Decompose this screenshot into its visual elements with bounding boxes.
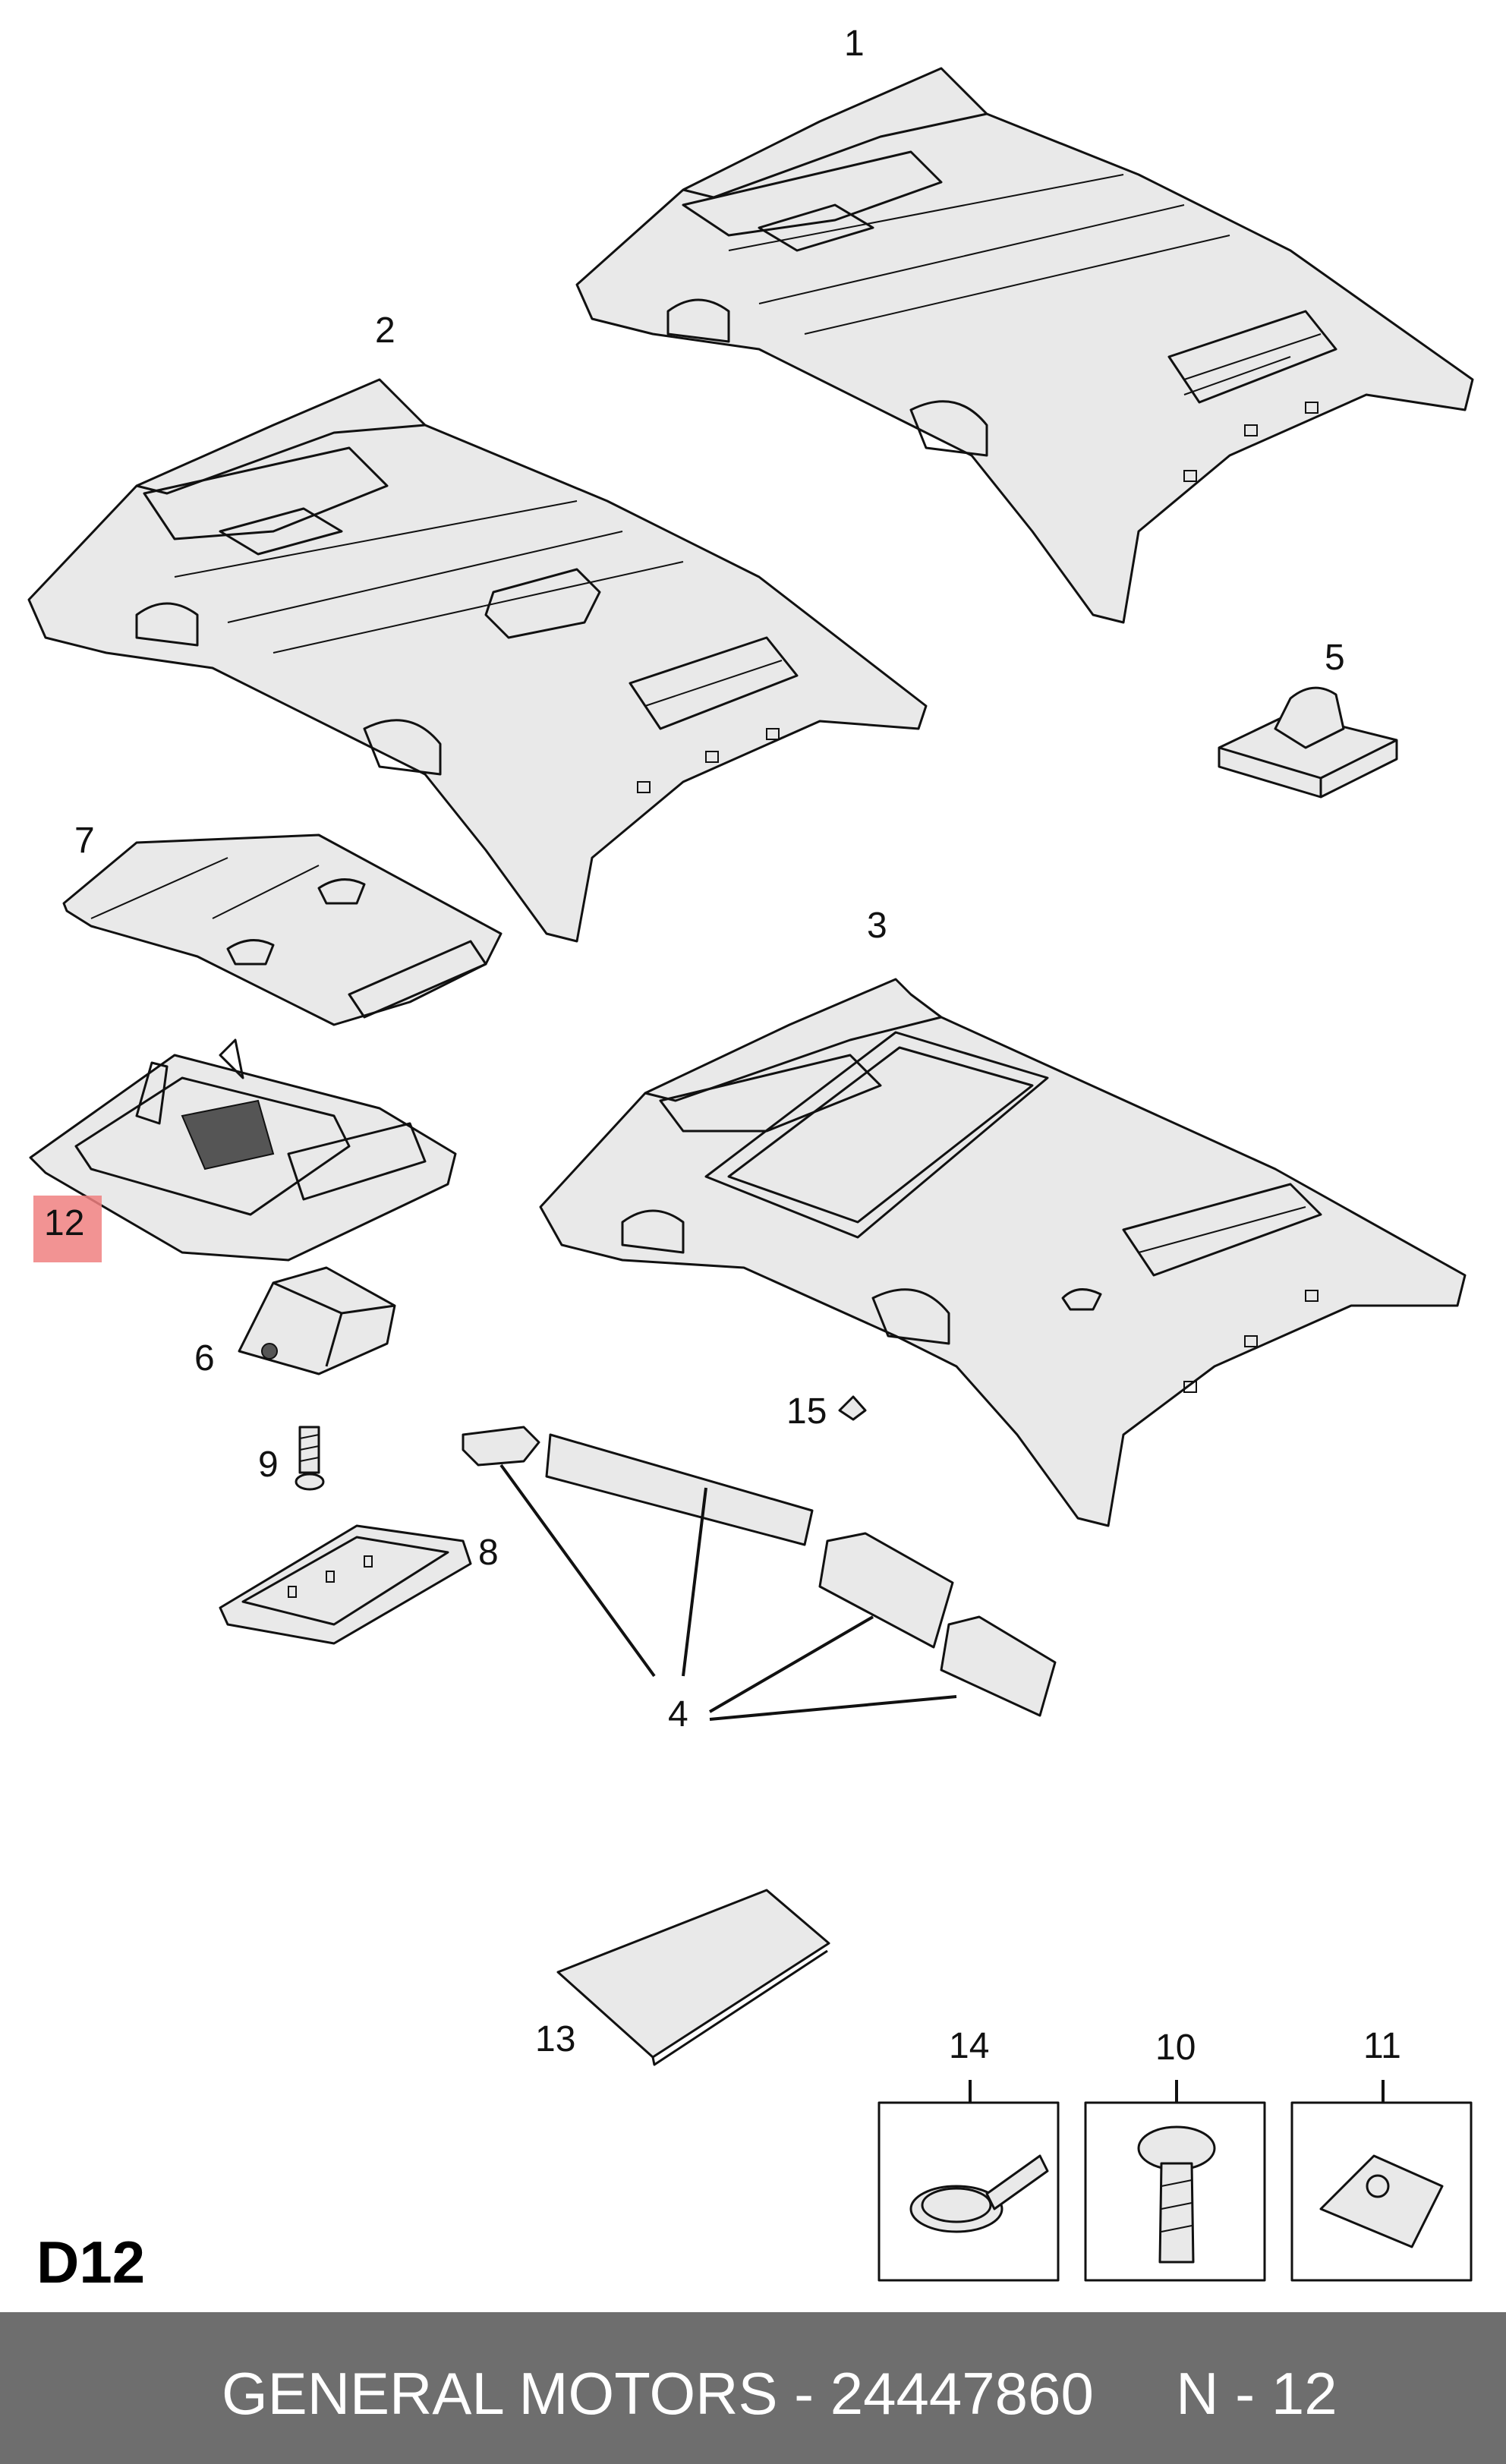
part-12-highlight [33,1196,102,1262]
part-3-headliner-sunroof [539,978,1467,1527]
part-4-pads [462,1426,1057,1721]
part-11-clip-box [1290,2080,1473,2282]
parts-diagram [27,67,1474,2282]
callout-11: 11 [1363,2026,1401,2066]
part-7-trim-panel [62,833,503,1026]
footer-text: GENERAL MOTORS - 24447860 N - 12 [222,2360,1337,2427]
callout-1: 1 [844,24,865,64]
callout-9: 9 [258,1445,279,1485]
callout-10: 10 [1155,2028,1196,2068]
part-8-cover [219,1524,472,1645]
callout-5: 5 [1325,638,1345,678]
part-2-headliner [27,378,928,943]
callout-12: 12 [44,1203,85,1243]
callout-8: 8 [478,1533,499,1573]
callout-2: 2 [375,310,395,351]
callout-3: 3 [867,906,887,946]
callout-6: 6 [194,1338,215,1379]
part-10-bolt-box [1084,2080,1266,2282]
part-6-lamp [238,1266,396,1375]
callout-4: 4 [668,1694,688,1735]
part-15-nut [838,1395,867,1421]
part-12-console [29,1038,457,1262]
callout-15: 15 [786,1391,827,1432]
footer-bar [0,2312,1506,2464]
part-9-screw [295,1426,325,1491]
part-1-headliner [575,67,1474,624]
callout-14: 14 [949,2026,990,2066]
part-5-clip [1218,686,1398,799]
part-13-sheet [556,1889,830,2066]
part-14-tape-box [877,2080,1060,2282]
section-code: D12 [36,2229,146,2295]
callout-7: 7 [74,821,95,861]
callout-13: 13 [535,2019,576,2059]
